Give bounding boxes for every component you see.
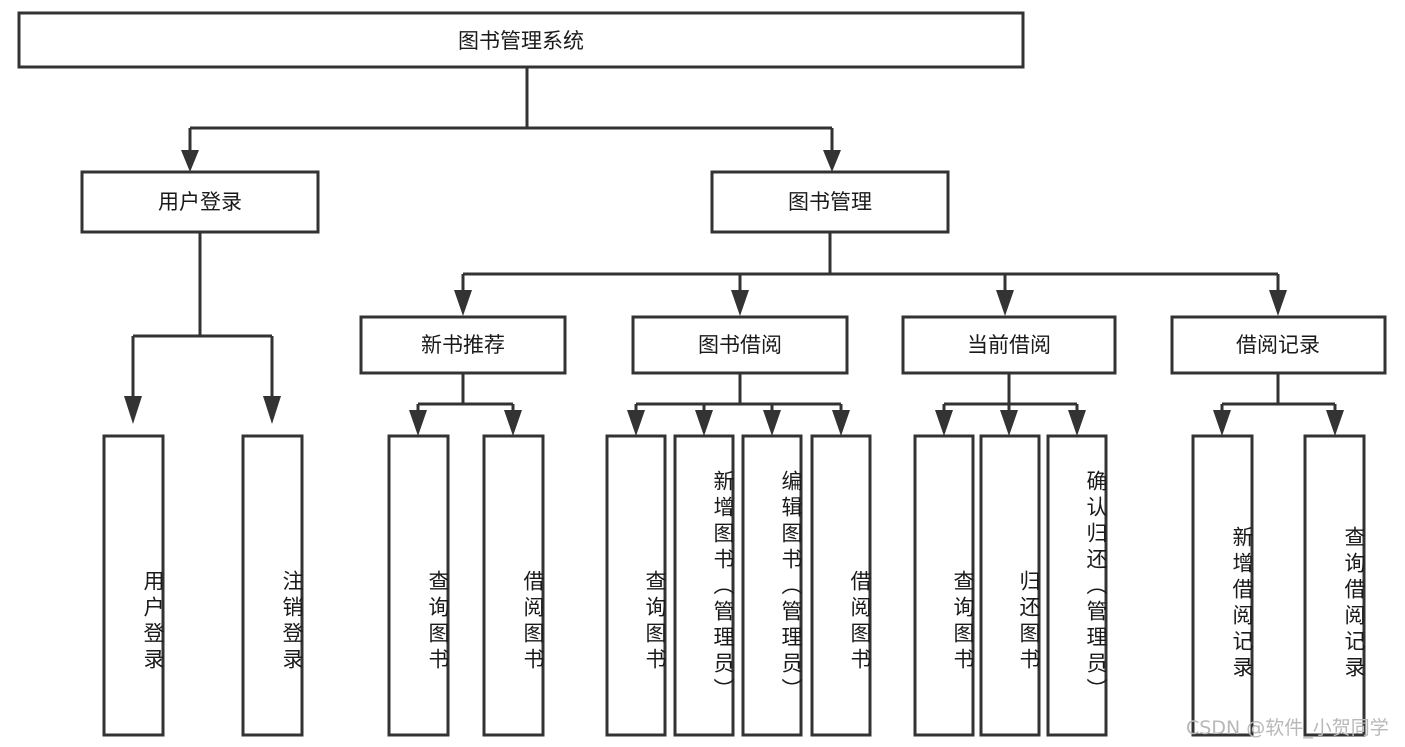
leaf-box-query-book-3[interactable]	[913, 434, 975, 737]
node-new-book-recommend-label: 新书推荐	[421, 333, 505, 357]
leaf-box-logout[interactable]	[241, 434, 304, 737]
leaf-box-add-record[interactable]	[1191, 434, 1254, 737]
connector-book-borrow-to-leaves	[627, 373, 850, 436]
connector-user-login-to-leaves	[124, 232, 281, 424]
arrow-head-to-user-login	[181, 150, 199, 172]
leaf-boxes-group	[102, 434, 1366, 737]
node-book-management-label: 图书管理	[788, 190, 872, 214]
node-book-borrow-label: 图书借阅	[698, 333, 782, 357]
node-current-borrow-label: 当前借阅	[967, 333, 1051, 357]
leaf-box-borrow-book-2[interactable]	[810, 434, 872, 737]
leaf-box-user-login[interactable]	[102, 434, 165, 737]
leaf-box-query-record[interactable]	[1303, 434, 1366, 737]
node-new-book-recommend[interactable]: 新书推荐	[359, 315, 567, 375]
leaf-box-query-book-2[interactable]	[605, 434, 667, 737]
node-user-login-box[interactable]	[80, 170, 320, 234]
leaf-box-confirm-return[interactable]	[1046, 434, 1108, 737]
node-user-login[interactable]: 用户登录	[80, 170, 320, 234]
node-current-borrow[interactable]: 当前借阅	[901, 315, 1117, 375]
connector-root-to-level2	[181, 67, 841, 172]
connector-book-management-to-level3	[454, 232, 1287, 316]
connector-borrow-record-to-leaves	[1213, 373, 1344, 436]
node-root-box[interactable]	[17, 11, 1025, 69]
connector-current-borrow-to-leaves	[935, 373, 1086, 436]
node-borrow-record-label: 借阅记录	[1236, 333, 1320, 357]
node-book-borrow[interactable]: 图书借阅	[631, 315, 849, 375]
node-borrow-record[interactable]: 借阅记录	[1170, 315, 1387, 375]
node-current-borrow-box[interactable]	[901, 315, 1117, 375]
node-root[interactable]: 图书管理系统	[17, 11, 1025, 69]
node-book-management[interactable]: 图书管理	[710, 170, 950, 234]
node-user-login-label: 用户登录	[158, 190, 242, 214]
connector-new-book-recommend-to-leaves	[409, 373, 522, 436]
csdn-watermark: CSDN @软件_小贺同学	[1186, 717, 1389, 739]
leaf-box-edit-book[interactable]	[741, 434, 803, 737]
node-new-book-recommend-box[interactable]	[359, 315, 567, 375]
arrow-head-to-book-management	[823, 150, 841, 172]
node-root-label: 图书管理系统	[458, 29, 584, 53]
leaf-box-query-book-1[interactable]	[387, 434, 450, 737]
leaf-box-return-book[interactable]	[979, 434, 1041, 737]
leaf-box-borrow-book-1[interactable]	[482, 434, 545, 737]
leaf-box-add-book[interactable]	[673, 434, 735, 737]
